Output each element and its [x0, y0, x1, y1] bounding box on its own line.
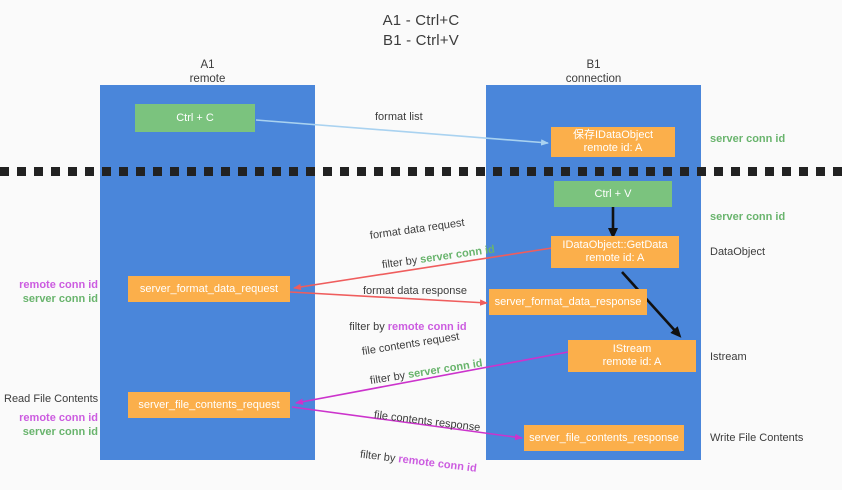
left-annotation-remote-conn-id-file: remote conn id — [19, 412, 98, 424]
page-title-line-1: A1 - Ctrl+C — [382, 12, 460, 29]
filter-key-server-conn-id: server conn id — [407, 357, 484, 381]
right-annotation-server-conn-id-top: server conn id — [710, 133, 786, 145]
node-server-file-contents-response[interactable]: server_file_contents_response — [524, 425, 684, 451]
edge-label-format-data-response-filter: filter by remote conn id — [337, 306, 467, 348]
left-annotation-read-file-contents: Read File Contents — [4, 393, 99, 405]
node-server-format-data-response[interactable]: server_format_data_response — [489, 289, 647, 315]
filter-key-remote-conn-id: remote conn id — [397, 453, 478, 475]
right-annotation-dataobject: DataObject — [710, 246, 766, 258]
node-server-file-contents-request[interactable]: server_file_contents_request — [128, 392, 290, 418]
lane-header-b1-name: B1 — [586, 59, 601, 71]
node-istream[interactable]: IStream remote id: A — [568, 340, 696, 372]
filter-key-remote-conn-id: remote conn id — [387, 321, 467, 333]
filter-prefix: filter by — [381, 253, 422, 272]
node-server-format-data-request[interactable]: server_format_data_request — [128, 276, 290, 302]
node-idataobject-getdata[interactable]: IDataObject::GetData remote id: A — [551, 236, 679, 268]
filter-key-server-conn-id: server conn id — [419, 243, 496, 266]
right-annotation-server-conn-id-mid: server conn id — [710, 211, 786, 223]
node-save-idataobject[interactable]: 保存IDataObject remote id: A — [551, 127, 675, 157]
node-server-file-contents-response-label: server_file_contents_response — [529, 431, 679, 444]
node-idataobject-getdata-line-1: IDataObject::GetData — [562, 239, 668, 251]
right-annotation-istream: Istream — [710, 351, 747, 363]
node-save-idataobject-line-1: 保存IDataObject — [572, 129, 654, 141]
node-idataobject-getdata-line-2: remote id: A — [585, 252, 645, 264]
node-ctrl-v-label: Ctrl + V — [594, 187, 632, 200]
filter-prefix: filter by — [359, 448, 400, 466]
node-istream-line-1: IStream — [612, 343, 652, 355]
node-istream-line-2: remote id: A — [602, 356, 662, 368]
node-ctrl-v[interactable]: Ctrl + V — [554, 181, 672, 207]
node-ctrl-c-label: Ctrl + C — [176, 111, 214, 124]
edge-label-file-contents-response: file contents response — [373, 409, 481, 434]
node-save-idataobject-line-2: remote id: A — [583, 142, 643, 154]
node-server-file-contents-request-label: server_file_contents_request — [138, 398, 280, 411]
lane-header-b1: B1 connection — [486, 58, 701, 86]
node-ctrl-c[interactable]: Ctrl + C — [135, 104, 255, 132]
node-server-format-data-response-label: server_format_data_response — [494, 295, 642, 308]
filter-prefix: filter by — [349, 321, 388, 333]
node-server-format-data-request-label: server_format_data_request — [139, 282, 279, 295]
left-annotation-server-conn-id-format: server conn id — [22, 293, 98, 305]
filter-prefix: filter by — [369, 369, 410, 388]
lane-header-a1-role: remote — [189, 73, 226, 85]
phase-divider-dashed-line — [0, 167, 842, 176]
edge-label-file-contents-response-filter: filter by remote conn id — [345, 432, 479, 489]
lane-header-a1-name: A1 — [200, 59, 215, 71]
left-annotation-remote-conn-id-format: remote conn id — [19, 279, 98, 291]
edge-label-format-list: format list — [375, 111, 423, 123]
right-annotation-write-file-contents: Write File Contents — [710, 432, 804, 444]
lane-header-a1: A1 remote — [100, 58, 315, 86]
lane-header-b1-role: connection — [565, 73, 622, 85]
edge-label-format-data-response: format data response — [363, 285, 467, 297]
page-title-line-2: B1 - Ctrl+V — [383, 32, 459, 49]
left-annotation-server-conn-id-file: server conn id — [22, 426, 98, 438]
